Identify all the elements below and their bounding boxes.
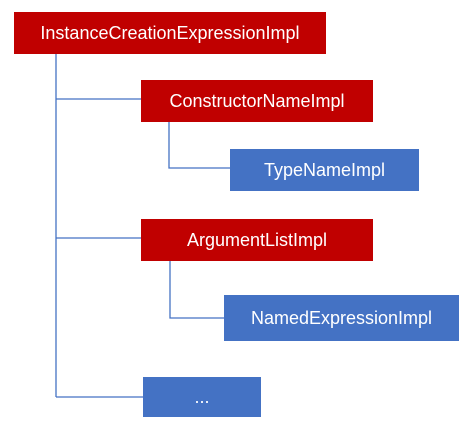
- node-named-expression: NamedExpressionImpl: [224, 295, 459, 341]
- node-instance-creation-expression: InstanceCreationExpressionImpl: [14, 12, 326, 54]
- connector-argument-list-to-named-expression: [169, 261, 224, 319]
- node-type-name: TypeNameImpl: [230, 149, 419, 191]
- connector-constructor-name-to-type-name: [168, 122, 230, 169]
- node-more-ellipsis: ...: [143, 377, 261, 417]
- node-argument-list: ArgumentListImpl: [141, 219, 373, 261]
- node-constructor-name: ConstructorNameImpl: [141, 80, 373, 122]
